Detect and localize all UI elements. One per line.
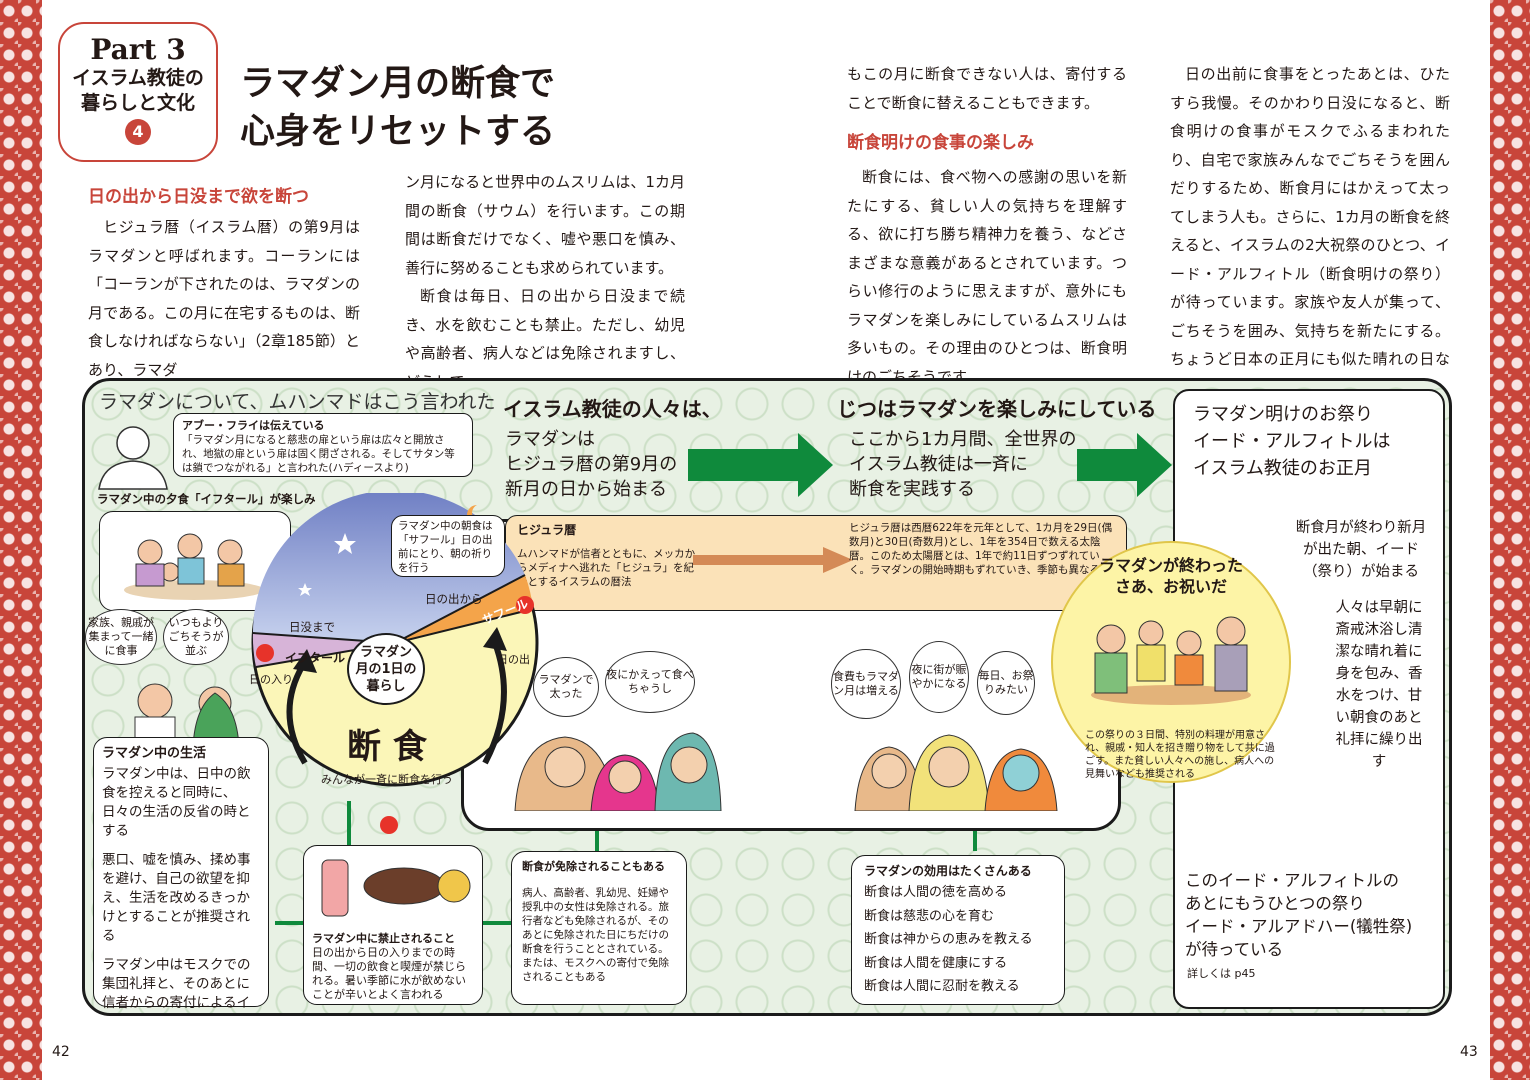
silhouette-icon [98,426,168,490]
hijri-right-text: ヒジュラ暦は西暦622年を元年として、1カ月を29日(偶数月)と30日(奇数月)… [849,522,1113,576]
suhoor-note: ラマダン中の朝食は「サフール」日の出前にとり、朝の祈りを行う [391,515,505,577]
hijri-left-text: ムハンマドが信者とともに、メッカからメディナへ逃れた「ヒジュラ」を紀元とするイス… [517,548,696,588]
col2-paragraph-1: ン月になると世界中のムスリムは、1カ月間の断食（サウム）を行います。この期間は断… [405,173,685,277]
part-label: Part 3 [90,33,186,66]
col3-paragraph-2: 断食には、食べ物への感謝の思いを新たにする、貧しい人の気持ちを理解する、欲に打ち… [847,168,1127,386]
effects-box: ラマダンの効用はたくさんある 断食は人間の徳を高める 断食は慈悲の心を育む 断食… [851,855,1065,1005]
label-until-sunset: 日没まで [289,620,335,634]
iftar-title: ラマダン中の夕食「イフタール」が楽しみ [97,492,316,506]
flow-arrow-1 [688,433,833,497]
chapter-number: 4 [125,119,151,145]
effect-item: 断食は人間を健康にする [864,955,1008,971]
women-group-1-icon [514,732,722,811]
forbidden-box: ラマダン中に禁止されること 日の出から日の入りまでの時間、一切の飲食と喫煙が禁じ… [303,845,483,1005]
abu-quote-title: アブー・フライは伝えている [182,419,325,432]
bubble-family: 家族、親戚が集まって一緒に食事 [85,609,157,665]
forbidden-text: 日の出から日の入りまでの時間、一切の飲食と喫煙が禁じられる。暑い季節に水が飲めな… [312,946,466,1001]
flow-arrow-2 [1077,433,1172,497]
page-number-right: 43 [1460,1044,1478,1060]
effects-list: 断食は人間の徳を高める 断食は慈悲の心を育む 断食は神からの恵みを教える 断食は… [864,881,1052,999]
bubble-eat-more: 夜にかえって食べちゃうし [605,651,695,713]
forbidden-title: ラマダン中に禁止されること [312,932,455,945]
ramadan-diagram: ラマダンについて、ムハンマドはこう言われた アブー・フライは伝えている 「ラマダ… [82,378,1452,1016]
series-line-2: 暮らしと文化 [80,92,195,114]
label-iftar: イフタール [285,651,346,665]
muhammad-said-heading: ラマダンについて、ムハンマドはこう言われた [99,391,496,413]
effect-item: 断食は人間に忍耐を教える [864,979,1020,994]
food-and-drink-icon [321,859,471,917]
connector-line [973,831,977,851]
celebration-family-icon [1091,616,1251,705]
section-heading-1: 日の出から日没まで欲を断つ [88,187,309,207]
bubble-festival: 毎日、お祭りみたい [977,651,1035,715]
flow-heading-1: イスラム教徒の人々は、 [503,397,722,421]
women-group-2-icon [854,734,1058,811]
sun-icon [380,816,398,834]
eid-heading: ラマダン明けのお祭り イード・アルフィトルは イスラム教徒のお正月 [1193,404,1391,479]
fasting-caption: みんなが一斉に断食を行う [321,773,453,786]
bubble-food-cost: 食費もラマダン月は増える [831,649,901,719]
effect-item: 断食は慈悲の心を育む [864,908,995,924]
exemption-title: 断食が免除されることもある [522,860,665,873]
life-title: ラマダン中の生活 [102,746,207,761]
bubble-fat: ラマダンで太った [533,657,599,717]
life-paragraph-1: ラマダン中は、日中の飲食を控えると同時に、日々の生活の反省の時とする [102,766,251,839]
flow-text-1: ラマダンは ヒジュラ暦の第9月の 新月の日から始まる [505,429,678,500]
eid-reference: 詳しくは p45 [1187,967,1256,980]
page-title: ラマダン月の断食で 心身をリセットする [240,60,555,156]
effects-title: ラマダンの効用はたくさんある [864,864,1032,878]
ramadan-life-box: ラマダン中の生活 ラマダン中は、日中の飲食を控えると同時に、日々の生活の反省の時… [93,737,269,1011]
eid-text-1: 断食月が終わり新月が出た朝、イード（祭り）が始まる [1295,520,1427,580]
section-heading-2: 断食明けの食事の楽しみ [847,133,1034,153]
abu-quote-box: アブー・フライは伝えている 「ラマダン月になると慈悲の扉という扉は広々と開放され… [173,413,473,477]
abu-quote-text: 「ラマダン月になると慈悲の扉という扉は広々と開放され、地獄の扉という扉は固く閉ざ… [182,434,455,474]
label-sunrise-point: 日の出 [497,653,530,666]
celebration-text: この祭りの３日間、特別の料理が用意され、親戚・知人を招き贈り物をして共に過ごす。… [1085,730,1275,780]
left-decorative-border [0,0,42,1080]
article-column-2: ン月になると世界中のムスリムは、1カ月間の断食（サウム）を行います。この期間は断… [405,168,685,396]
title-line-2: 心身をリセットする [240,112,556,152]
article-column-1: ヒジュラ暦（イスラム暦）の第9月はラマダンと呼ばれます。コーランには「コーランが… [88,218,360,379]
right-decorative-border [1490,0,1530,1080]
life-paragraph-3: ラマダン中はモスクでの集団礼拝と、そのあとに信者からの寄付によるイフタールが行わ… [102,957,251,1011]
eid-text-2: 人々は早朝に斎戒沐浴し清潔な晴れ着に身を包み、香水をつけ、甘い朝食のあと礼拝に繰… [1335,600,1423,770]
article-column-4: 日の出前に食事をとったあとは、ひたすら我慢。そのかわり日没になると、断食明けの食… [1170,65,1450,397]
title-line-1: ラマダン月の断食で [240,64,556,104]
bubble-more-food: いつもよりごちそうが並ぶ [163,609,229,665]
hijri-title: ヒジュラ暦 [517,523,577,537]
bubble-lively-nights: 夜に街が賑やかになる [909,641,969,713]
flow-heading-2: じつはラマダンを楽しみにしている [837,397,1157,421]
effect-item: 断食は人間の徳を高める [864,885,1008,900]
col3-paragraph-1: もこの月に断食できない人は、寄付することで断食に替えることもできます。 [847,65,1127,112]
fasting-label: 断 食 [347,727,427,767]
exemption-box: 断食が免除されることもある 病人、高齢者、乳幼児、妊婦や授乳中の女性は免除される… [511,851,687,1005]
label-sunset-point: 日の入り [249,673,293,686]
part-badge: Part 3 イスラム教徒の 暮らしと文化 4 [58,22,218,162]
hijri-arrow [693,547,853,573]
effect-item: 断食は神からの恵みを教える [864,932,1033,947]
family-dinner-icon [124,533,264,600]
exemption-text: 病人、高齢者、乳幼児、妊婦や授乳中の女性は免除される。旅行者なども免除されるが、… [522,887,669,983]
circle-center-label: ラマダン月の1日の暮らし [347,633,425,705]
celebration-circle [1051,541,1291,783]
label-from-sunrise: 日の出から [425,592,483,606]
eid-adha-text: このイード・アルフィトルの あとにもうひとつの祭り イード・アルアドハー(犠牲祭… [1185,871,1413,959]
page-number-left: 42 [52,1044,70,1060]
life-paragraph-2: 悪口、嘘を慎み、揉め事を避け、自己の欲望を抑え、生活を改めるきっかけとすることが… [102,852,251,944]
flow-text-2: ここから1カ月間、全世界の イスラム教徒は一斉に 断食を実践する [849,429,1077,500]
celebration-title: ラマダンが終わった さあ、お祝いだ [1098,556,1243,596]
series-line-1: イスラム教徒の [72,67,204,89]
